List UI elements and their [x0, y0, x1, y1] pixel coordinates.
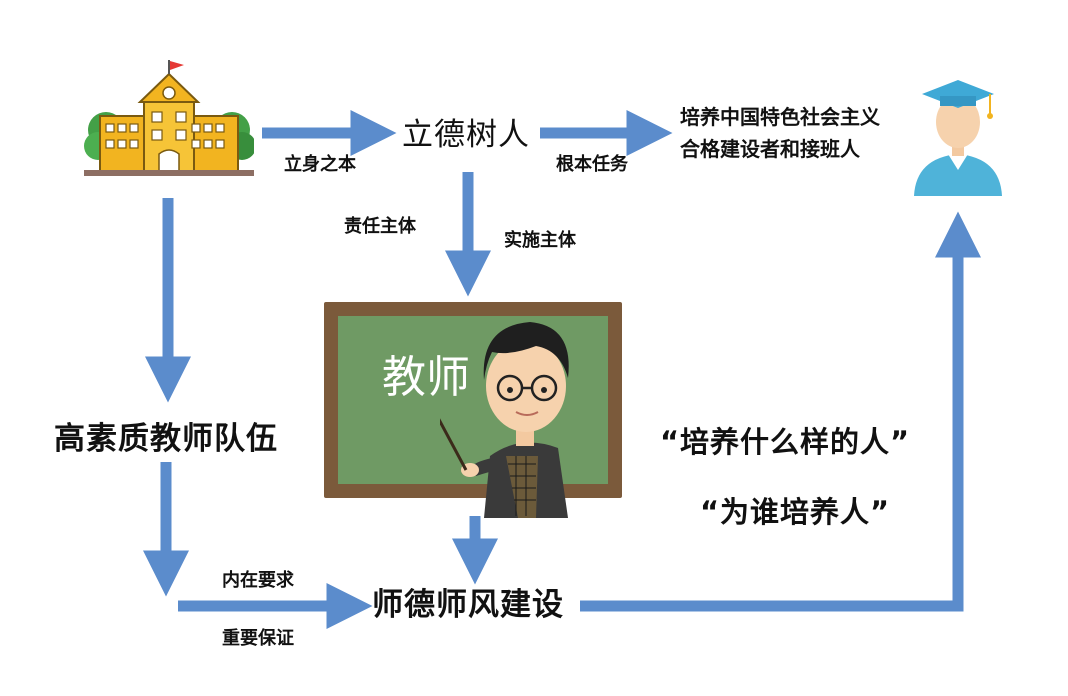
graduate-student-icon	[914, 80, 1002, 196]
arrow-ethics-to-student	[580, 211, 982, 612]
teacher-icon	[440, 322, 569, 518]
label-implementing-subject: 实施主体	[504, 230, 576, 251]
node-lide-shuren: 立德树人	[402, 117, 530, 153]
node-goal-line1: 培养中国特色社会主义	[680, 105, 880, 129]
node-goal-line2: 合格建设者和接班人	[680, 137, 860, 161]
node-high-quality-teachers: 高素质教师队伍	[54, 421, 278, 457]
question-what-kind-of-people: “培养什么样的人”	[660, 425, 911, 459]
question-for-whom: “为谁培养人”	[700, 495, 891, 529]
node-ethics-building: 师德师风建设	[372, 587, 564, 623]
label-important-guarantee: 重要保证	[222, 628, 294, 649]
label-responsible-subject: 责任主体	[344, 216, 416, 237]
school-building-icon	[84, 60, 254, 176]
label-fundamental-task: 根本任务	[556, 154, 628, 175]
label-foundation: 立身之本	[284, 154, 356, 175]
label-inner-requirement: 内在要求	[222, 570, 294, 591]
board-label: 教师	[382, 352, 470, 403]
